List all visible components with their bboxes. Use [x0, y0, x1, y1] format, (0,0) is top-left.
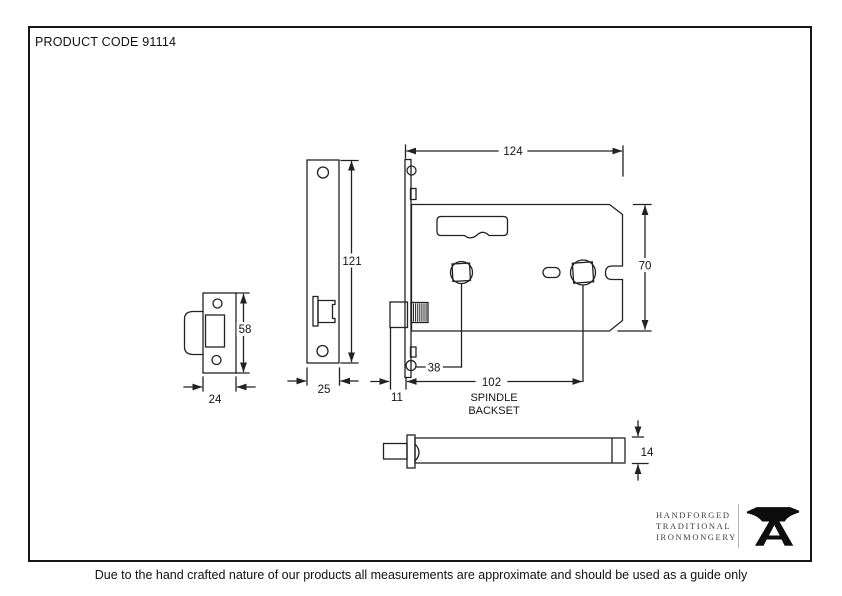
case-slot-oval [542, 266, 561, 279]
section-faceplate-collar [406, 434, 416, 469]
faceplate-screw-hole-bottom [316, 344, 329, 358]
follower-square-rear [571, 261, 595, 284]
label-spindle: SPINDLE [470, 392, 517, 404]
latch-bolt-front [317, 299, 336, 324]
label-backset: BACKSET [468, 405, 520, 417]
branding-divider [738, 504, 739, 548]
case-lug-bottom-circle [405, 359, 417, 372]
keep-screw-hole-bottom [211, 354, 222, 366]
keep-latch-hole [204, 314, 226, 348]
disclaimer-text: Due to the hand crafted nature of our pr… [94, 568, 748, 582]
product-code-label: PRODUCT CODE 91114 [35, 35, 177, 49]
dim-spindle-backset: 102 [482, 377, 501, 389]
keep-tab [183, 310, 204, 356]
section-bolt-arc [414, 443, 420, 462]
case-cutout [436, 215, 509, 239]
anvil-logo-icon [746, 507, 800, 546]
keep-screw-hole-top [212, 298, 223, 309]
latch-flange [312, 295, 319, 327]
keep-view: 58 24 [183, 292, 256, 406]
branding-text: HANDFORGED TRADITIONAL IRONMONGERY [656, 509, 737, 543]
branding-line-2: TRADITIONAL [656, 520, 732, 531]
dim-case-thickness: 14 [641, 447, 654, 459]
faceplate-plate [306, 159, 340, 364]
dim-case-height: 70 [639, 261, 652, 273]
branding-line-1: HANDFORGED [656, 509, 731, 520]
branding-line-3: IRONMONGERY [656, 531, 737, 542]
dim-keep-height: 58 [239, 324, 252, 336]
case-lug-top-square [409, 187, 417, 201]
faceplate-view: 121 25 [287, 159, 363, 396]
branding-block: HANDFORGED TRADITIONAL IRONMONGERY [656, 504, 816, 548]
latch-bolt-side [389, 301, 409, 329]
section-bolt-tip [382, 442, 408, 460]
page-border [28, 26, 812, 562]
section-case-bar [414, 437, 626, 464]
case-lug-top-circle [406, 165, 417, 176]
latch-spring-box [410, 301, 429, 324]
follower-hole-rear [569, 259, 597, 286]
faceplate-screw-hole-top [316, 166, 330, 179]
dim-faceplate-width: 25 [318, 384, 331, 396]
latch-spring-hatch [413, 303, 427, 322]
dim-keep-width: 24 [209, 394, 222, 406]
dim-follower-centre: 38 [428, 363, 441, 375]
dim-faceplate-height: 121 [342, 256, 361, 268]
keep-plate [202, 292, 237, 374]
lock-case-view: 124 70 38 102 11 SPINDLE BACKSET [370, 144, 654, 417]
follower-square-front [451, 262, 472, 283]
case-lug-bottom-square [409, 346, 417, 358]
case-section-view: 14 [382, 420, 654, 481]
case-body [410, 203, 624, 332]
dim-case-depth: 124 [503, 146, 523, 158]
dim-latch-projection: 11 [391, 392, 403, 404]
